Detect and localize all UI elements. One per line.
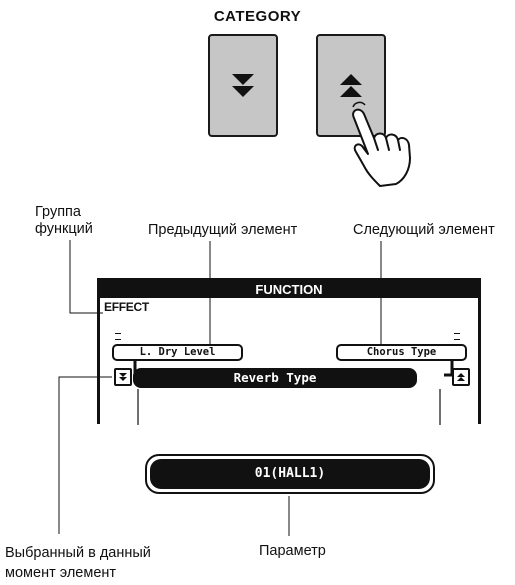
previous-item-callout: Предыдущий элемент (148, 222, 298, 238)
display-next-item: Chorus Type (336, 344, 467, 361)
up-arrow-icon (457, 373, 465, 381)
double-chevron-up-icon (340, 74, 362, 97)
function-group-callout: Группа функций (35, 204, 93, 237)
display-value: 01(HALL1) (150, 459, 430, 489)
pressing-hand-icon (352, 101, 411, 187)
next-item-callout: Следующий элемент (353, 222, 495, 238)
display-down-button (114, 368, 132, 386)
prev-tick-mark (115, 333, 121, 340)
current-item-callout: Выбранный в данный момент элемент (5, 545, 151, 581)
display-prev-item: L. Dry Level (112, 344, 243, 361)
down-arrow-icon (119, 373, 127, 381)
parameter-callout: Параметр (259, 543, 326, 559)
display-group: EFFECT (104, 300, 149, 314)
category-up-button[interactable] (316, 34, 386, 137)
display-header: FUNCTION (255, 282, 323, 297)
category-label: CATEGORY (213, 8, 302, 25)
double-chevron-down-icon (232, 74, 254, 97)
category-down-button[interactable] (208, 34, 278, 137)
display-up-button (452, 368, 470, 386)
next-tick-mark (454, 333, 460, 340)
display-value-frame: 01(HALL1) (145, 454, 435, 494)
display-current-item: Reverb Type (133, 368, 417, 388)
display-header-bar: FUNCTION (100, 281, 478, 298)
